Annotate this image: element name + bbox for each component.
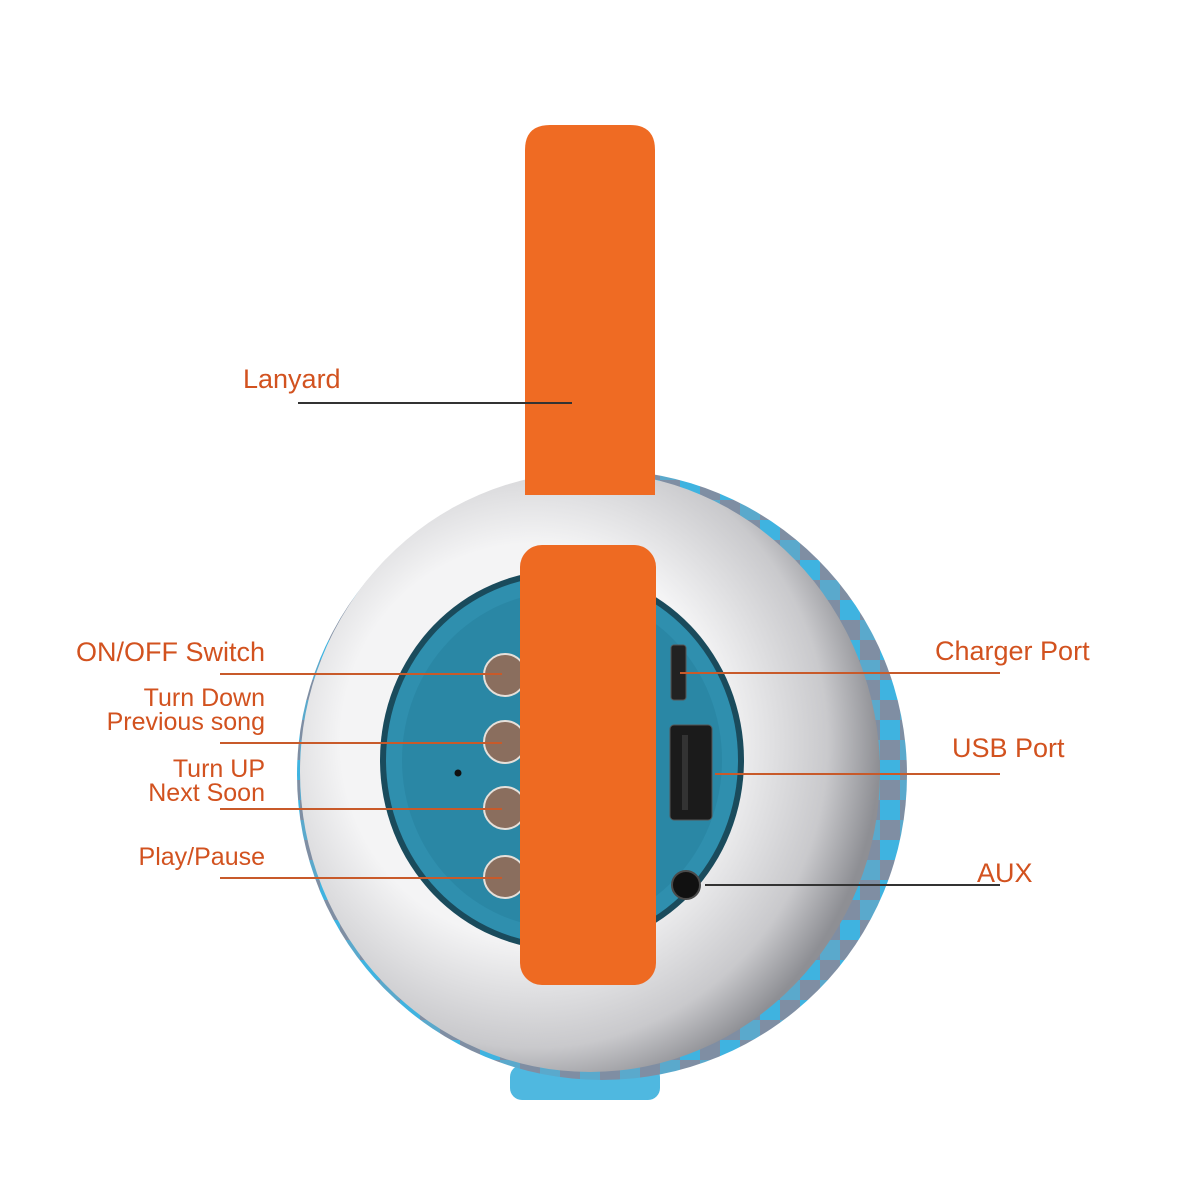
label-on-off: ON/OFF Switch bbox=[75, 637, 265, 667]
leader-line-turn-down bbox=[220, 742, 502, 744]
leader-line-lanyard bbox=[298, 402, 572, 404]
label-play-pause: Play/Pause bbox=[138, 843, 265, 871]
strap-handle bbox=[525, 125, 655, 495]
leader-line-charger bbox=[680, 672, 1000, 674]
label-turn-up-line2: Next Soon bbox=[148, 779, 265, 807]
label-turn-up-line1: Turn UP bbox=[172, 755, 265, 783]
label-turn-down: Turn Down Previous song bbox=[106, 684, 265, 736]
label-usb-port: USB Port bbox=[952, 733, 1065, 763]
aux-port bbox=[671, 870, 701, 900]
leader-line-aux bbox=[705, 884, 1000, 886]
power-button bbox=[483, 653, 527, 697]
label-lanyard: Lanyard bbox=[243, 364, 341, 394]
label-turn-down-line1: Turn Down bbox=[143, 684, 265, 712]
label-turn-down-line2: Previous song bbox=[106, 708, 265, 736]
leader-line-on-off bbox=[220, 673, 502, 675]
label-charger-port: Charger Port bbox=[935, 636, 1090, 666]
mic-hole bbox=[454, 769, 462, 777]
leader-line-turn-up bbox=[220, 808, 502, 810]
usb-port bbox=[669, 724, 713, 821]
label-aux: AUX bbox=[977, 858, 1033, 888]
label-turn-up: Turn UP Next Soon bbox=[148, 755, 265, 807]
buttons bbox=[483, 653, 527, 899]
leader-line-usb bbox=[715, 773, 1000, 775]
strap-lower bbox=[520, 545, 656, 985]
leader-line-play-pause bbox=[220, 877, 502, 879]
